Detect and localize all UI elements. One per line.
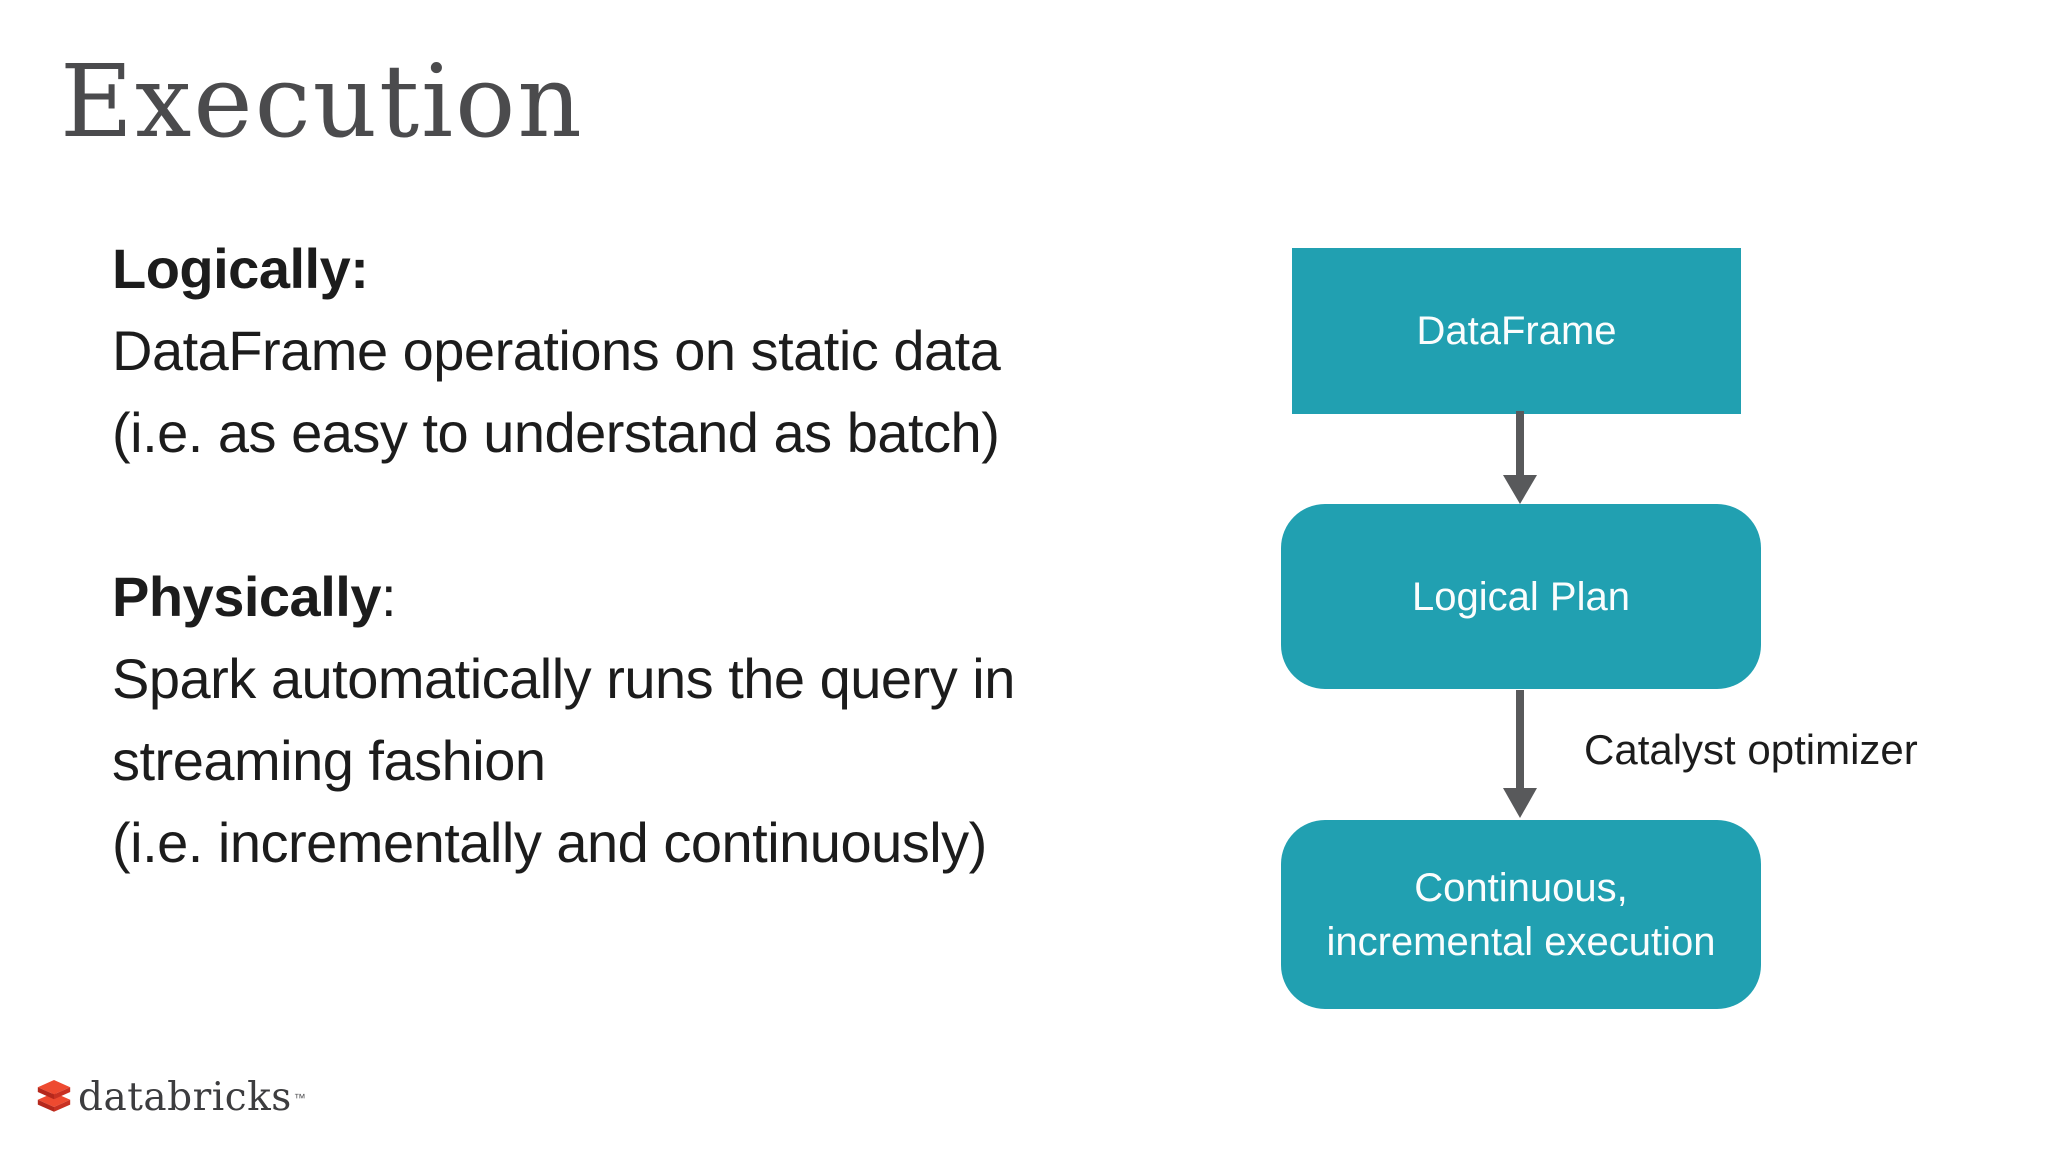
heading-word: Physically <box>112 565 381 628</box>
body-text: Logically: DataFrame operations on stati… <box>112 228 1015 884</box>
blank-line <box>112 474 1015 556</box>
node-label-line: incremental execution <box>1326 919 1716 964</box>
section-heading-logically: Logically: <box>112 228 1015 310</box>
diagram-node-continuous-execution: Continuous, incremental execution <box>1281 820 1761 1009</box>
heading-word: Logically: <box>112 237 369 300</box>
node-label: Continuous, incremental execution <box>1326 861 1715 969</box>
node-label: DataFrame <box>1416 309 1617 353</box>
node-label-line: Continuous, <box>1414 865 1628 910</box>
diagram-node-dataframe: DataFrame <box>1292 248 1741 414</box>
slide-title: Execution <box>60 43 584 160</box>
databricks-logo: databricks ™ <box>36 1075 306 1120</box>
brand-wordmark: databricks <box>78 1075 292 1120</box>
catalyst-optimizer-label: Catalyst optimizer <box>1584 726 1918 773</box>
body-line: streaming fashion <box>112 729 546 792</box>
trademark-symbol: ™ <box>293 1090 306 1105</box>
databricks-boxes-icon <box>37 1079 71 1112</box>
section-heading-physically: Physically: <box>112 556 1015 638</box>
body-line: DataFrame operations on static data <box>112 319 1001 382</box>
heading-suffix: : <box>380 565 397 628</box>
node-label: Logical Plan <box>1412 574 1630 619</box>
diagram-node-logical-plan: Logical Plan <box>1281 504 1761 689</box>
down-arrow-icon <box>1503 690 1537 818</box>
body-line: (i.e. incrementally and continuously) <box>112 811 987 874</box>
body-line: Spark automatically runs the query in <box>112 647 1015 710</box>
body-line: (i.e. as easy to understand as batch) <box>112 401 1000 464</box>
down-arrow-icon <box>1503 411 1537 504</box>
